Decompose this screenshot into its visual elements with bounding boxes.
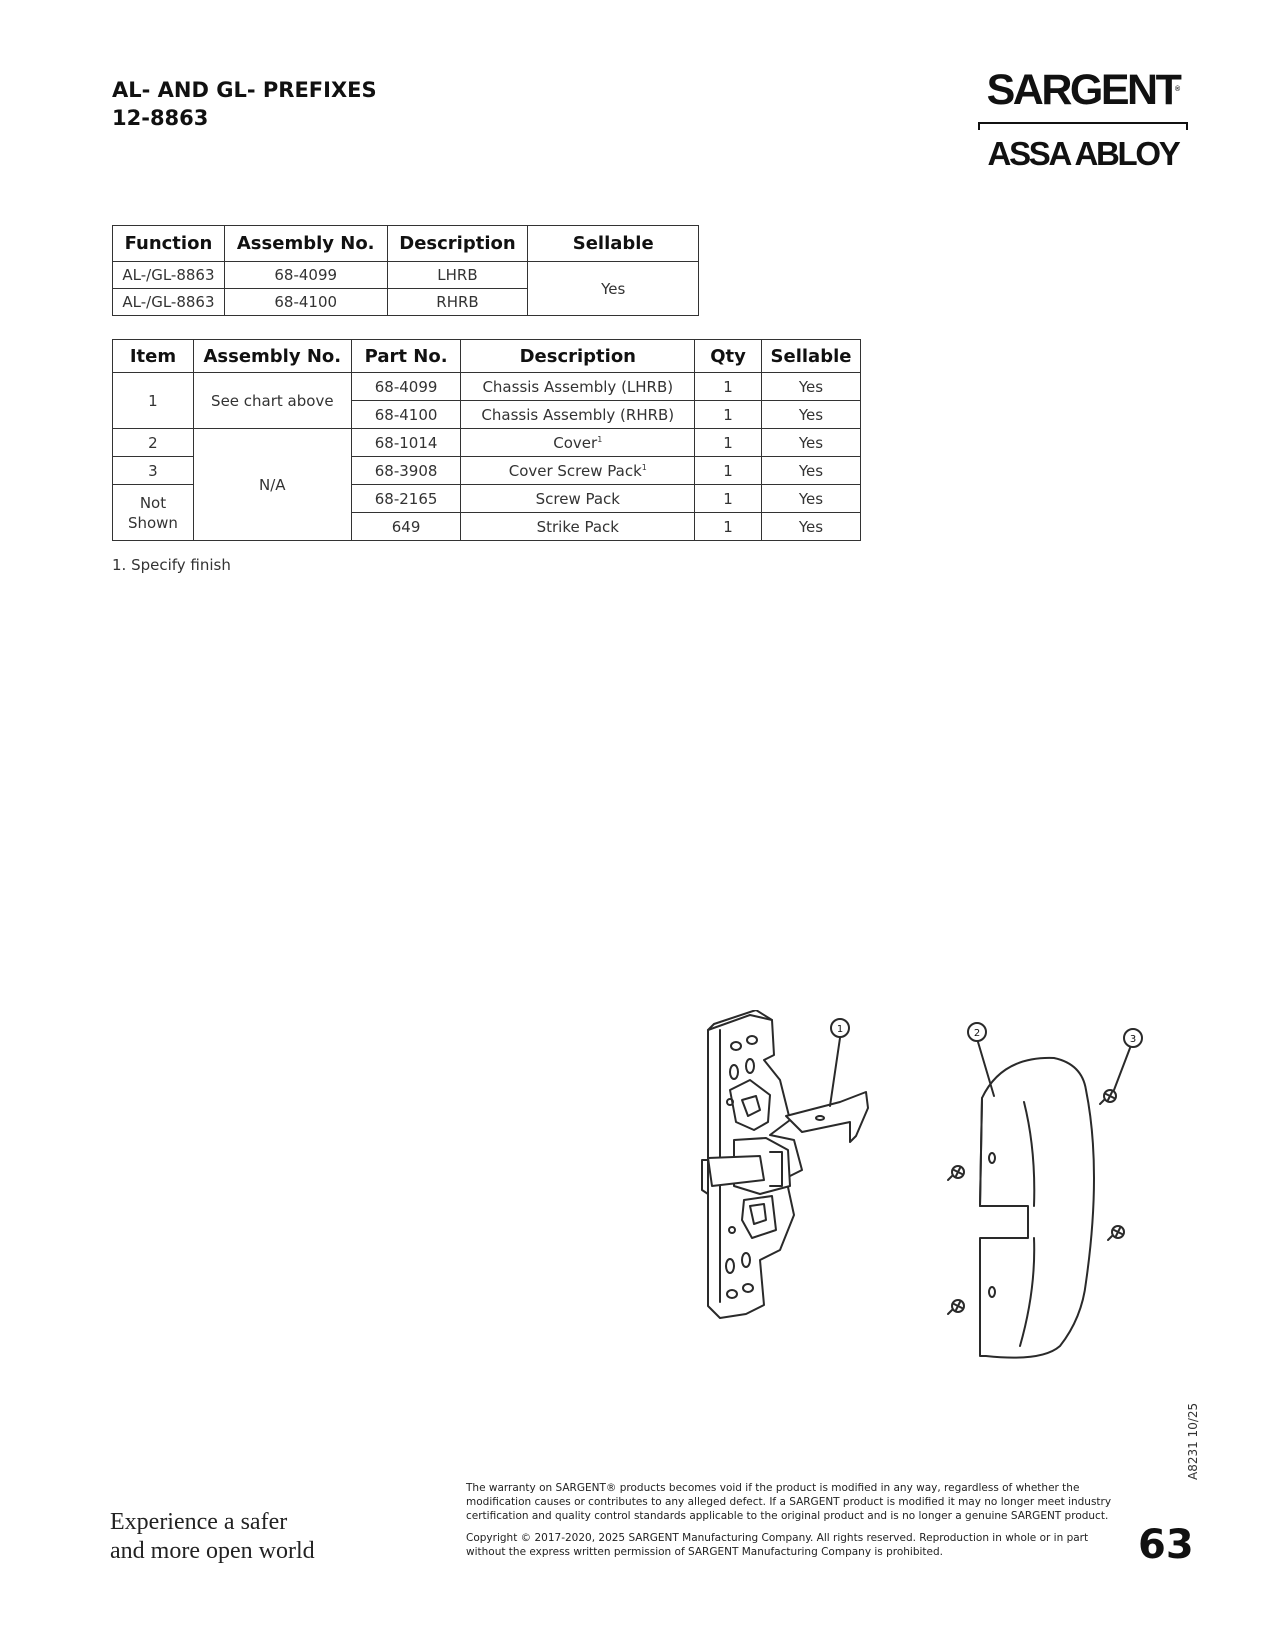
callout-3-label: 3 xyxy=(1130,1034,1136,1045)
warranty-notice: The warranty on SARGENT® products become… xyxy=(466,1482,1112,1522)
exploded-parts-diagram: 1 2 3 xyxy=(701,1010,1143,1359)
cell-qty: 1 xyxy=(694,372,762,401)
document-code: A8231 10/25 xyxy=(1186,1402,1200,1480)
table-row: 2 N/A 68-1014 Cover1 1 Yes xyxy=(112,428,861,541)
table-row: 1 See chart above 68-4099 Chassis Assemb… xyxy=(112,372,861,429)
callout-1-circle xyxy=(830,1018,850,1038)
cover-illustration xyxy=(979,1056,1095,1359)
cell-qty: 1 xyxy=(694,400,762,429)
function-table: Function Assembly No. Description Sellab… xyxy=(112,225,699,316)
cell-description: Cover1 xyxy=(460,428,696,457)
cell-part-no: 68-1014 xyxy=(350,428,462,457)
cell-function: AL-/GL-8863 xyxy=(112,261,225,289)
table-row: 68-4100 Chassis Assembly (RHRB) 1 Yes xyxy=(113,400,861,429)
screw-icon xyxy=(1107,1225,1125,1241)
screw-icon xyxy=(947,1165,965,1181)
cell-qty: 1 xyxy=(694,456,762,485)
callout-1-label: 1 xyxy=(837,1024,843,1035)
table-row: AL-/GL-8863 68-4099 LHRB Yes xyxy=(112,261,699,316)
description-text: Cover xyxy=(553,433,598,452)
description-text: Cover Screw Pack xyxy=(508,461,642,480)
cell-part-no: 68-2165 xyxy=(350,484,462,513)
title-prefixes: AL- AND GL- PREFIXES xyxy=(112,78,377,102)
tagline-line-2: and more open world xyxy=(110,1538,315,1564)
cell-assembly-no: N/A xyxy=(192,428,352,541)
cell-sellable: Yes xyxy=(761,484,861,513)
cell-assembly-no: See chart above xyxy=(192,372,352,429)
cell-description: LHRB xyxy=(386,261,529,289)
cell-item: Not Shown xyxy=(112,484,194,541)
cell-part-no: 68-4100 xyxy=(350,400,462,429)
cell-description: Screw Pack xyxy=(460,484,696,513)
col-header-item: Item xyxy=(112,339,194,373)
cell-qty: 1 xyxy=(694,512,762,541)
cell-item: 1 xyxy=(112,372,194,429)
logo-bracket-rule xyxy=(978,122,1188,130)
tagline-line-1: Experience a safer xyxy=(110,1509,288,1535)
page-title: AL- AND GL- PREFIXES 12-8863 xyxy=(112,76,377,132)
footnote-marker: 1 xyxy=(597,434,603,444)
callout-3-circle xyxy=(1123,1028,1143,1048)
col-header-description: Description xyxy=(460,339,696,373)
cell-sellable: Yes xyxy=(761,400,861,429)
copyright-notice: Copyright © 2017-2020, 2025 SARGENT Manu… xyxy=(466,1532,1089,1558)
col-header-part-no: Part No. xyxy=(350,339,462,373)
page-number: 63 xyxy=(1138,1522,1194,1568)
chassis-assembly-illustration xyxy=(701,1010,869,1319)
col-header-description: Description xyxy=(386,225,529,262)
cell-sellable: Yes xyxy=(761,372,861,401)
table-row: Not Shown 68-2165 Screw Pack 1 Yes xyxy=(112,484,861,541)
logo-parent: ASSA ABLOY xyxy=(987,135,1181,172)
cell-sellable: Yes xyxy=(527,261,699,316)
col-header-assembly-no: Assembly No. xyxy=(192,339,352,373)
table-row: 649 Strike Pack 1 Yes xyxy=(113,512,861,541)
sargent-assa-abloy-logo: SARGENT ® ASSA ABLOY xyxy=(978,66,1188,176)
title-model-number: 12-8863 xyxy=(112,106,209,130)
cell-sellable: Yes xyxy=(761,456,861,485)
cell-qty: 1 xyxy=(694,428,762,457)
screw-icon xyxy=(947,1299,965,1315)
cell-sellable: Yes xyxy=(761,512,861,541)
callout-2-label: 2 xyxy=(974,1028,980,1039)
footnote: 1. Specify finish xyxy=(112,556,231,574)
cell-description: Chassis Assembly (RHRB) xyxy=(460,400,696,429)
col-header-sellable: Sellable xyxy=(761,339,861,373)
logo-brand: SARGENT xyxy=(986,66,1182,114)
footnote-marker: 1 xyxy=(641,462,647,472)
col-header-sellable: Sellable xyxy=(527,225,699,262)
cell-description: Strike Pack xyxy=(460,512,696,541)
screw-icon xyxy=(1099,1089,1117,1105)
col-header-assembly-no: Assembly No. xyxy=(223,225,388,262)
cell-item: 2 xyxy=(112,428,194,457)
col-header-function: Function xyxy=(112,225,225,262)
parts-table: Item Assembly No. Part No. Description Q… xyxy=(112,339,861,541)
not-shown-text: Not Shown xyxy=(127,493,178,532)
cell-sellable: Yes xyxy=(761,428,861,457)
logo-registered-mark: ® xyxy=(1175,86,1181,93)
cell-part-no: 68-4099 xyxy=(350,372,462,401)
cell-part-no: 68-3908 xyxy=(350,456,462,485)
cell-assembly-no: 68-4099 xyxy=(223,261,388,289)
tagline: Experience a safer and more open world xyxy=(110,1508,410,1566)
parts-table-header: Item Assembly No. Part No. Description Q… xyxy=(112,339,861,373)
cell-description: Chassis Assembly (LHRB) xyxy=(460,372,696,401)
table-row: AL-/GL-8863 68-4100 RHRB xyxy=(112,288,699,316)
cell-item: 3 xyxy=(112,456,194,485)
function-table-header: Function Assembly No. Description Sellab… xyxy=(112,225,699,262)
cell-function: AL-/GL-8863 xyxy=(112,288,225,316)
col-header-qty: Qty xyxy=(694,339,762,373)
callout-2-circle xyxy=(967,1022,987,1042)
cell-part-no: 649 xyxy=(350,512,462,541)
cell-description: Cover Screw Pack1 xyxy=(460,456,696,485)
cell-description: RHRB xyxy=(386,288,529,316)
cell-assembly-no: 68-4100 xyxy=(223,288,388,316)
table-row: 3 68-3908 Cover Screw Pack1 1 Yes xyxy=(112,456,861,485)
cell-qty: 1 xyxy=(694,484,762,513)
